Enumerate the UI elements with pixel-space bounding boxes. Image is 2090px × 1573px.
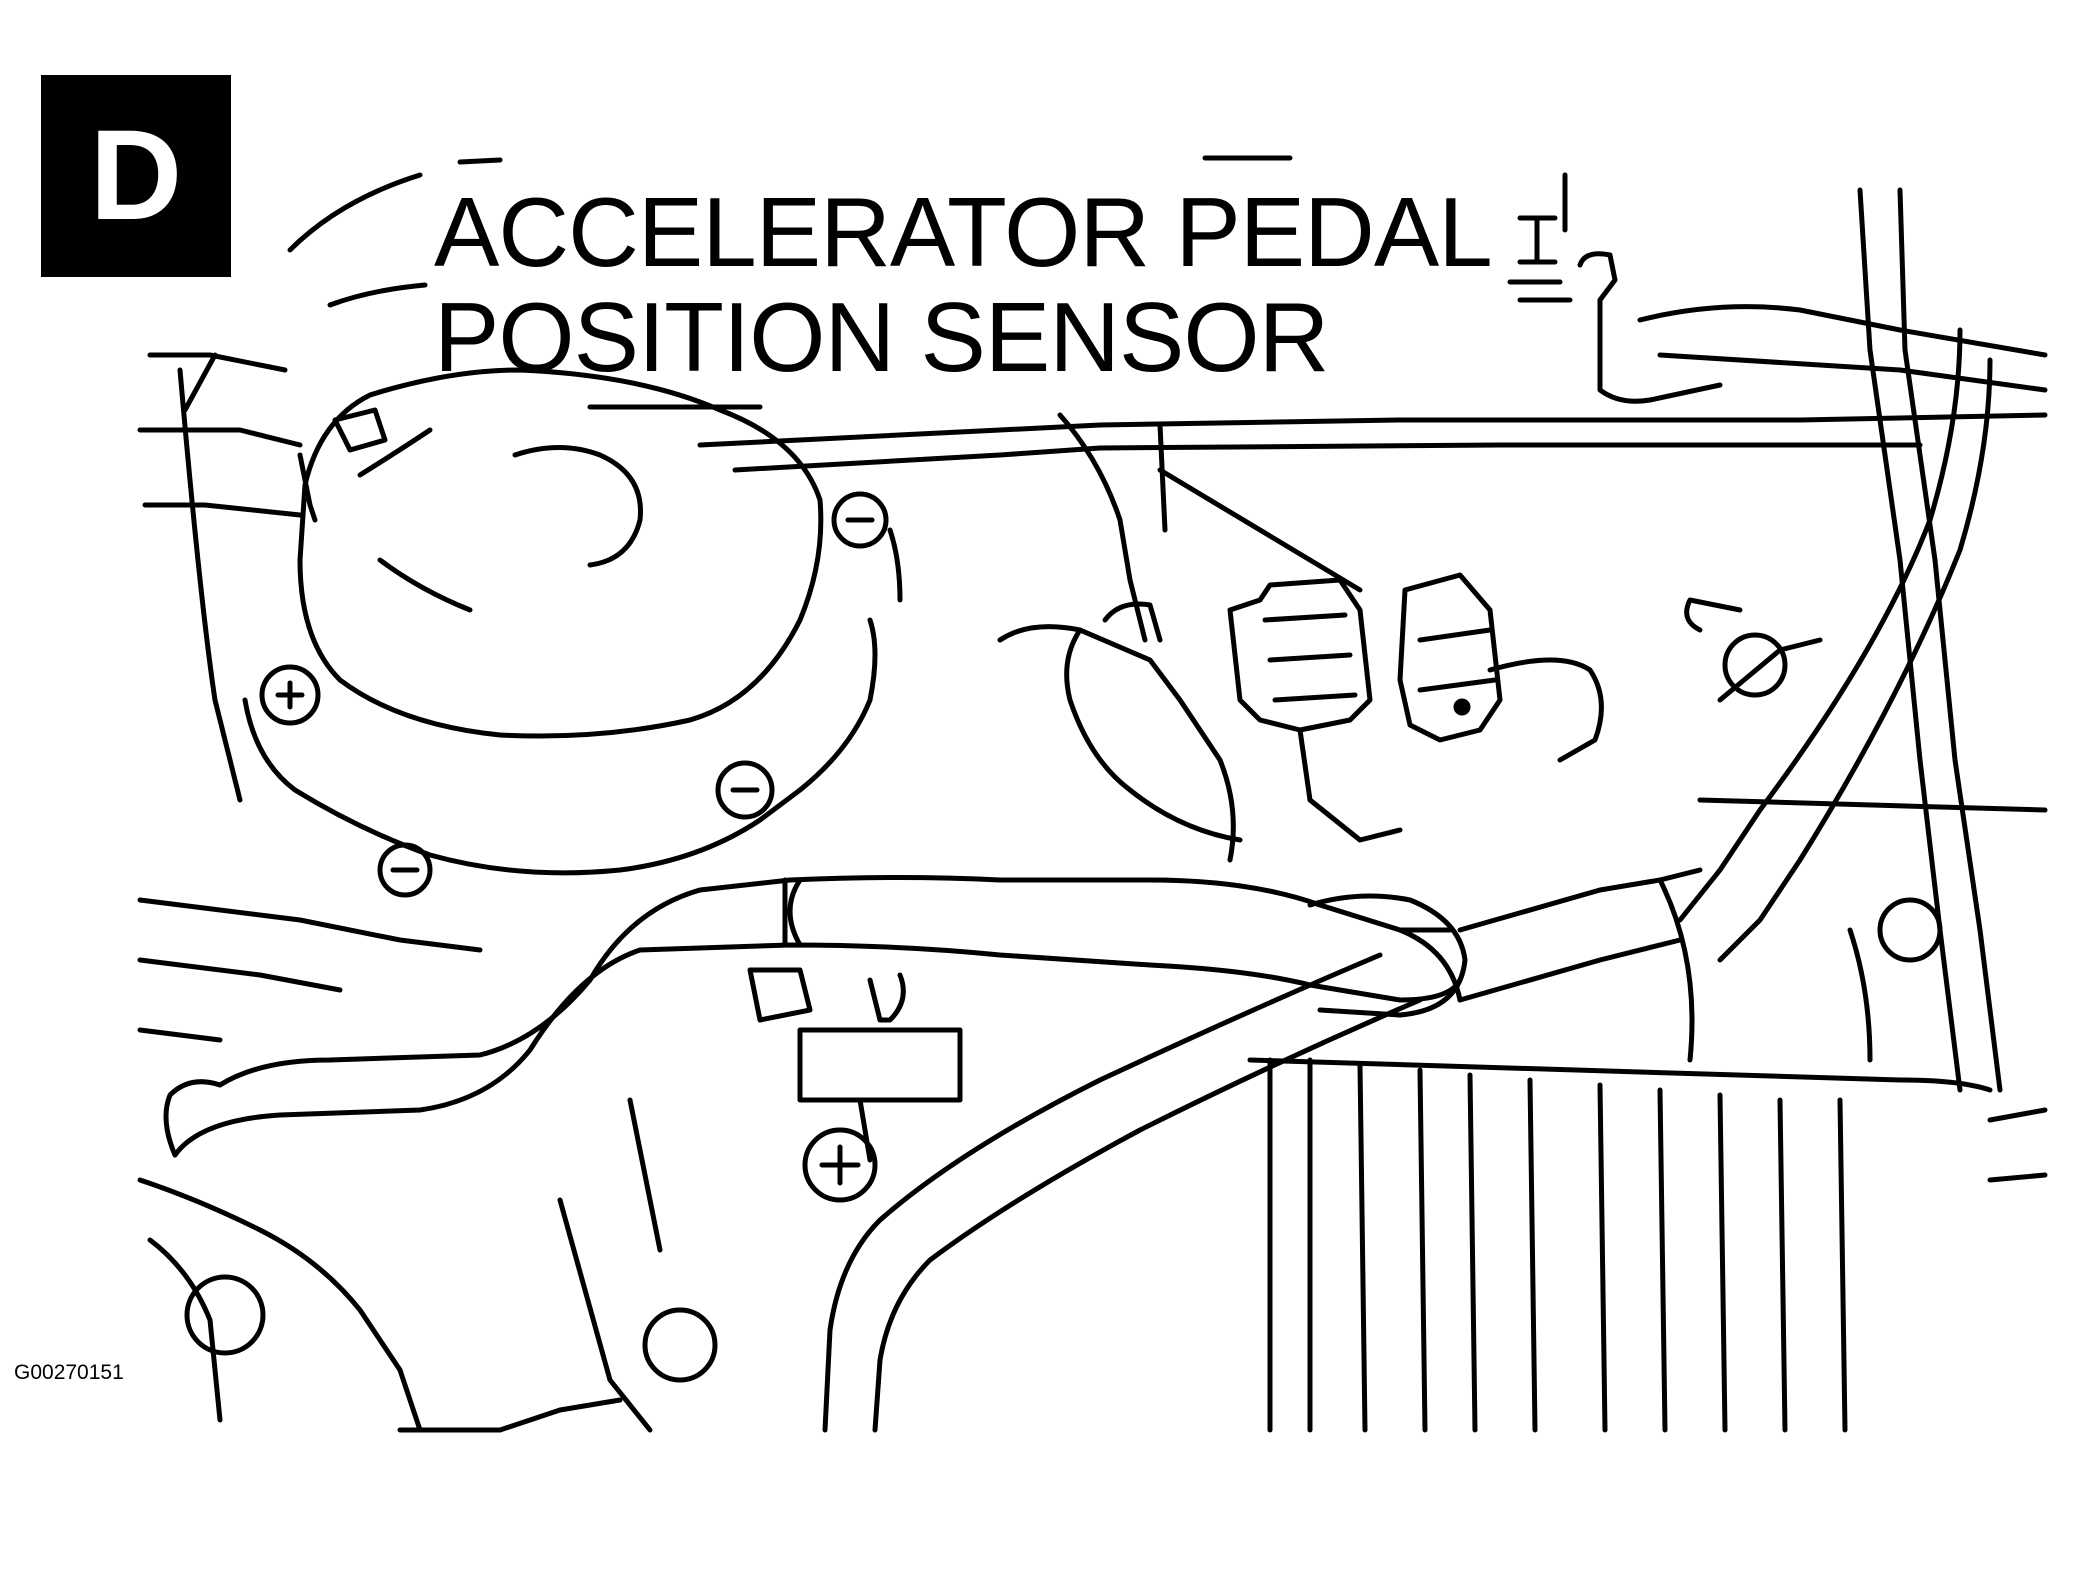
bolt-left-cross	[275, 680, 305, 710]
lower-left-curve-2	[147, 1237, 223, 1423]
callout-line-1: ACCELERATOR PEDAL	[434, 177, 1493, 287]
bolt-bottom-left	[184, 1274, 266, 1356]
right-mid-rail	[1697, 797, 2048, 813]
housing-lobe	[1064, 627, 1243, 843]
dome-edge	[297, 452, 318, 523]
callout-line-2: POSITION SENSOR	[434, 282, 1329, 392]
bracket-diag	[1157, 467, 1363, 593]
panel-badge: D	[41, 75, 231, 277]
connector-lower	[1297, 727, 1403, 843]
lower-left-base	[397, 1397, 623, 1433]
top-arc-mid	[327, 282, 428, 308]
tube-lower-edge	[172, 942, 1463, 1158]
right-lower-hose	[1657, 877, 1695, 1063]
lower-left-rail-c	[137, 1027, 223, 1043]
left-rail-3	[142, 502, 303, 518]
sensor-bracket-left	[1057, 412, 1148, 643]
small-block-b	[797, 1027, 963, 1103]
panel-letter: D	[89, 104, 183, 247]
dome-base-right	[887, 527, 903, 603]
fin-10	[1777, 1097, 1788, 1433]
clamp-inner	[1397, 927, 1463, 1003]
fin-3	[1357, 1062, 1368, 1433]
fin-8	[1657, 1087, 1668, 1433]
connector-right	[1397, 572, 1503, 743]
dome-clip	[332, 407, 388, 453]
hose-to-right-lower	[1457, 937, 1683, 1003]
left-rail-2	[137, 427, 303, 448]
left-contour	[177, 367, 243, 803]
fin-5	[1467, 1072, 1478, 1433]
rail-top-right-2	[1657, 352, 2048, 393]
fin-top	[1247, 1057, 1993, 1093]
hose-top-right	[1577, 251, 1723, 404]
hose-down-a	[822, 952, 1383, 1433]
bolt-shaft	[857, 1097, 873, 1163]
top-arc-left	[287, 172, 423, 253]
vertical-pipe-right-b	[1897, 187, 2003, 1093]
fin-9	[1717, 1092, 1728, 1433]
fin-4	[1417, 1067, 1428, 1433]
housing-nub	[1102, 601, 1163, 643]
dome-base	[242, 617, 878, 876]
component-callout: ACCELERATOR PEDAL POSITION SENSOR	[434, 177, 1493, 392]
small-block-a	[747, 967, 813, 1023]
connector-left-ribs	[1262, 612, 1358, 703]
fin-7	[1597, 1082, 1608, 1433]
bolt-right	[1722, 632, 1788, 698]
dome-c-mark	[512, 445, 643, 568]
vertical-pipe-right-a	[1857, 187, 1963, 1093]
figure-id: G00270151	[14, 1361, 124, 1384]
lower-left-rail-b	[137, 957, 343, 993]
bolt-left	[259, 664, 321, 726]
filter-dome	[297, 367, 824, 739]
bolt-bottom-cross	[819, 1144, 861, 1186]
bolt-lower-left	[377, 842, 433, 898]
rail-post	[1157, 422, 1168, 533]
fin-11	[1837, 1097, 1848, 1433]
connector-clip	[1487, 657, 1604, 763]
rail-upper	[697, 412, 2048, 448]
curved-hose-right-a	[1677, 327, 1963, 923]
fin-6	[1527, 1077, 1538, 1433]
hose-to-right	[1457, 867, 1703, 933]
bolt-bottom	[642, 1307, 718, 1383]
tube-clamp	[782, 877, 803, 948]
bolt-center	[715, 760, 775, 820]
curved-hose-right-b	[1717, 357, 1993, 963]
right-edge-ticks	[1987, 1107, 2048, 1183]
lower-left-rail-a	[137, 897, 483, 953]
lower-mid-line	[557, 1197, 653, 1433]
right-clip	[1684, 597, 1743, 633]
lower-left-curve	[137, 1177, 423, 1433]
bolt-far-right	[1877, 897, 1943, 963]
bolt-bottom-center	[802, 1127, 878, 1203]
bolt-top	[831, 491, 889, 549]
connector-left	[1227, 577, 1373, 733]
right-mid-link	[1717, 637, 1823, 703]
connector-pin	[1453, 698, 1471, 716]
housing-top	[997, 624, 1236, 863]
left-rail-top	[147, 352, 288, 373]
tee-marker	[1517, 215, 1558, 265]
dome-shade-2	[377, 557, 473, 613]
top-dash	[457, 157, 503, 165]
tube-clamp-right	[1307, 893, 1468, 1018]
small-nub	[867, 972, 906, 1023]
hose-down-b	[872, 997, 1423, 1433]
rail-top-right	[1637, 304, 2048, 358]
tube-upper-edge	[217, 875, 1453, 1088]
rail-lower	[732, 442, 1923, 473]
tee-lines	[1507, 172, 1573, 303]
lower-mid-line-2	[627, 1097, 663, 1253]
connector-right-ribs	[1417, 627, 1498, 693]
right-lower-post	[1847, 927, 1873, 1063]
left-diag	[182, 352, 218, 413]
dome-shade	[357, 427, 433, 478]
tube-end-cap	[163, 1079, 223, 1158]
